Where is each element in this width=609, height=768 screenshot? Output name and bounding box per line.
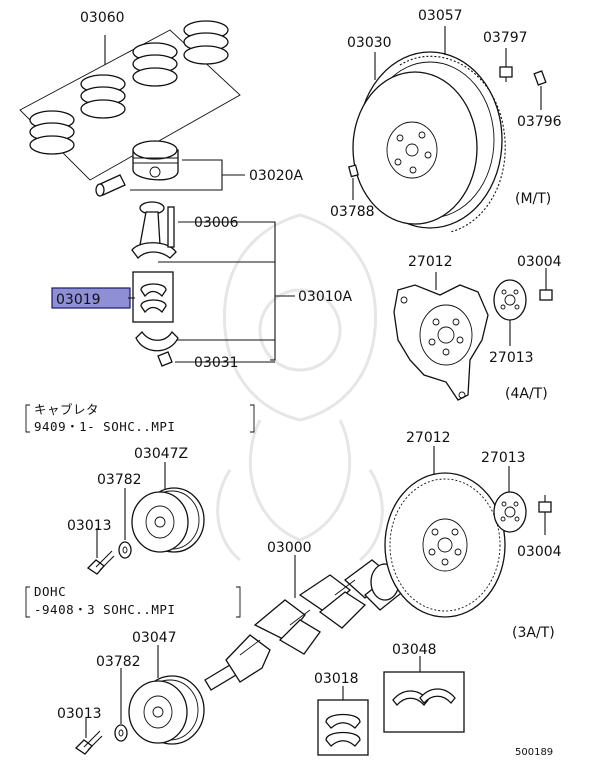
label-03782-top[interactable]: 03782: [97, 472, 142, 488]
label-03031[interactable]: 03031: [194, 355, 239, 371]
note-dohc-line1: DOHC: [34, 584, 66, 599]
label-03796[interactable]: 03796: [517, 114, 562, 130]
label-3at: (3A/T): [512, 625, 555, 641]
bearing-03018-part[interactable]: [317, 699, 369, 756]
note-dohc: DOHC -9408・3 SOHC..MPI: [25, 584, 241, 618]
note-carb-line2: 9409・1- SOHC..MPI: [34, 419, 175, 434]
plate-27013-bot-part[interactable]: [493, 491, 527, 533]
rod-cap-part[interactable]: [135, 330, 179, 367]
label-03010a[interactable]: 03010A: [298, 289, 353, 305]
note-dohc-line2: -9408・3 SOHC..MPI: [34, 602, 175, 617]
bearing-03019-part[interactable]: [132, 271, 174, 323]
diagram-number: 500189: [515, 747, 553, 758]
label-4at: (4A/T): [505, 386, 548, 402]
label-03013-top[interactable]: 03013: [67, 518, 112, 534]
pulley-03047z-part[interactable]: [131, 487, 205, 553]
bolt-03013-top-part[interactable]: [86, 550, 115, 575]
bolt-03004-top-part[interactable]: [539, 283, 553, 301]
label-03782-bot[interactable]: 03782: [96, 654, 141, 670]
thrust-bearing-03048-part[interactable]: [383, 671, 465, 733]
note-carburetor: キャブレタ 9409・1- SOHC..MPI: [25, 402, 255, 434]
label-mt: (M/T): [515, 191, 551, 207]
washer-03782-top-part[interactable]: [118, 541, 132, 559]
label-27013-top[interactable]: 27013: [489, 350, 534, 366]
label-03013-bot[interactable]: 03013: [57, 706, 102, 722]
label-03019[interactable]: 03019: [56, 292, 101, 308]
pin-03788-part[interactable]: [348, 164, 359, 178]
pin-03796-part[interactable]: [533, 70, 547, 86]
bolt-03004-bot-part[interactable]: [538, 495, 552, 513]
label-27012-bot[interactable]: 27012: [406, 430, 451, 446]
washer-03782-bot-part[interactable]: [114, 724, 128, 742]
label-03020a[interactable]: 03020A: [249, 168, 304, 184]
bracket-03010a: [270, 221, 276, 361]
drive-plate-4at-part[interactable]: [393, 284, 489, 401]
label-03788[interactable]: 03788: [330, 204, 375, 220]
label-03000[interactable]: 03000: [267, 540, 312, 556]
label-03030[interactable]: 03030: [347, 35, 392, 51]
label-03047[interactable]: 03047: [132, 630, 177, 646]
connecting-rod-part[interactable]: [131, 201, 177, 259]
label-03048[interactable]: 03048: [392, 642, 437, 658]
pulley-03047-part[interactable]: [128, 675, 205, 745]
label-03047z[interactable]: 03047Z: [134, 446, 188, 462]
label-03060[interactable]: 03060: [80, 10, 125, 26]
label-03004-bot[interactable]: 03004: [517, 544, 562, 560]
label-27013-bot[interactable]: 27013: [481, 450, 526, 466]
label-27012-top[interactable]: 27012: [408, 254, 453, 270]
piston-part[interactable]: [95, 140, 179, 197]
bolt-03013-bot-part[interactable]: [74, 730, 103, 755]
note-carb-line1: キャブレタ: [34, 402, 99, 417]
label-03797[interactable]: 03797: [483, 30, 528, 46]
crankshaft-part[interactable]: [204, 559, 406, 691]
flywheel-mt-part[interactable]: [352, 51, 506, 233]
label-03006[interactable]: 03006: [194, 215, 239, 231]
label-03057[interactable]: 03057: [418, 8, 463, 24]
watermark-emblem: [216, 213, 384, 562]
plate-27013-top-part[interactable]: [493, 279, 527, 321]
drive-plate-3at-part[interactable]: [384, 472, 506, 618]
label-03004-top[interactable]: 03004: [517, 254, 562, 270]
bolt-03797-part[interactable]: [499, 66, 513, 82]
piston-rings-part[interactable]: [19, 20, 241, 181]
label-03018[interactable]: 03018: [314, 671, 359, 687]
